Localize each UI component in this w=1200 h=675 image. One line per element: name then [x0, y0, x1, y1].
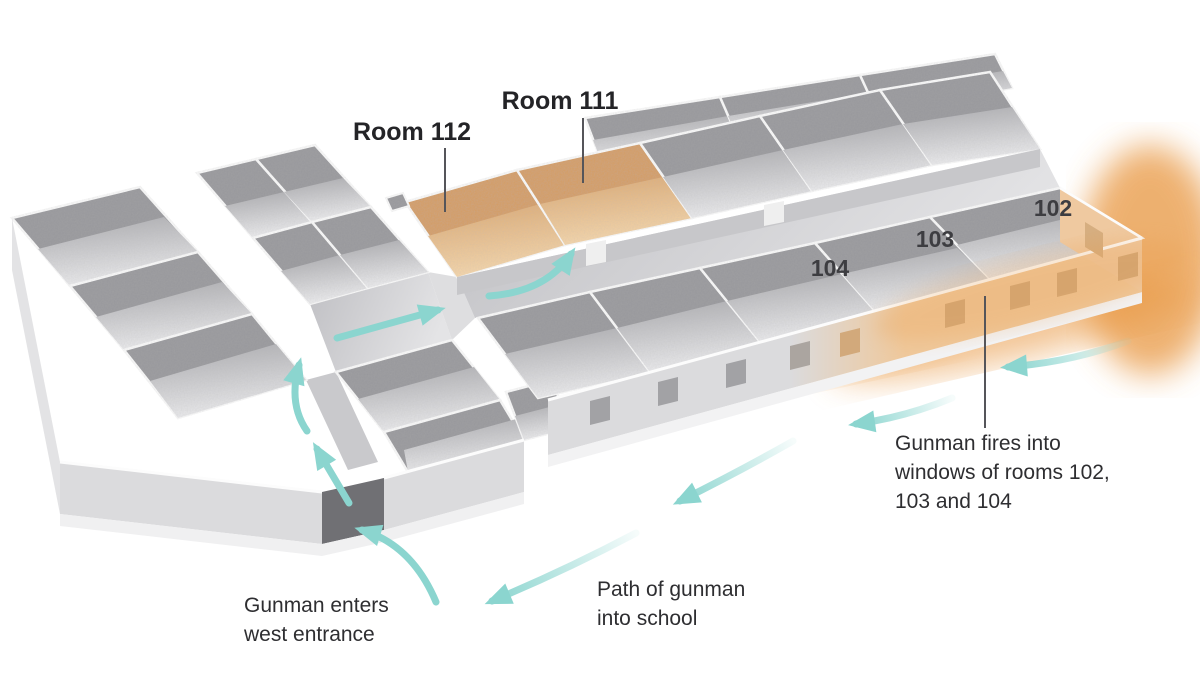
- path-arrow-entrance: [354, 524, 440, 606]
- building-east-wing: [384, 52, 1146, 400]
- west-foundation-slab: [60, 492, 524, 556]
- hall-door-2: [764, 201, 784, 226]
- south-room-1: [333, 338, 503, 434]
- connector-floor: [428, 272, 475, 340]
- middle-room-4: [757, 88, 935, 193]
- west-hallway-floor: [310, 272, 452, 372]
- east-front-wall: [547, 186, 1186, 467]
- path-arrow-2: [848, 394, 956, 433]
- west-front-wall-left: [60, 462, 322, 544]
- middle-room-5: [877, 70, 1043, 167]
- path-arrow-room111: [485, 247, 576, 300]
- foundation-slab-east: [548, 292, 1142, 467]
- room-104-label: 104: [811, 255, 850, 281]
- room-111-label: Room 111: [502, 87, 619, 115]
- annotation-gunfire: Gunman fires into windows of rooms 102, …: [894, 432, 1110, 513]
- svg-text:103 and 104: 103 and 104: [895, 490, 1012, 513]
- west-front-wall-right: [384, 440, 524, 530]
- svg-text:Gunman fires into: Gunman fires into: [895, 432, 1061, 455]
- east-hallway-north-wall: [457, 149, 1040, 295]
- gunman-path: [283, 247, 1132, 606]
- svg-text:windows of rooms 102,: windows of rooms 102,: [894, 461, 1110, 484]
- room-102-label: 102: [1034, 195, 1072, 221]
- room-103-label: 103: [916, 226, 954, 252]
- svg-text:into school: into school: [597, 607, 697, 630]
- room-112-label: Room 112: [353, 118, 471, 146]
- glow-overlay: [874, 239, 1186, 341]
- west-corridor-floor: [306, 372, 378, 470]
- room-111: [514, 141, 695, 247]
- west-room-front: [121, 312, 309, 420]
- svg-text:Gunman enters: Gunman enters: [244, 594, 389, 617]
- front-room-1: [475, 290, 653, 400]
- path-arrow-hallway: [333, 304, 446, 342]
- path-arrow-1: [1000, 337, 1132, 377]
- room-111-door: [586, 240, 606, 266]
- svg-text:Path of gunman: Path of gunman: [597, 578, 745, 601]
- annotation-entrance: Gunman enters west entrance: [243, 594, 389, 646]
- front-room-2: [587, 266, 763, 374]
- central-room-3: [250, 220, 371, 306]
- path-arrow-corridor-2: [283, 357, 311, 435]
- west-exterior-walls: [12, 218, 525, 556]
- central-room-4: [309, 205, 431, 290]
- central-room-1: [194, 157, 315, 240]
- west-end-wall-face: [12, 218, 60, 514]
- west-room-back: [9, 185, 201, 288]
- leader-lines: [444, 118, 986, 428]
- path-arrow-3: [672, 437, 797, 505]
- path-arrow-4: [484, 529, 640, 605]
- annotation-path: Path of gunman into school: [597, 578, 745, 630]
- wall-stub-112: [384, 191, 411, 213]
- building-west-wing: [9, 143, 572, 474]
- path-arrow-corridor-1: [312, 442, 353, 507]
- svg-text:west entrance: west entrance: [243, 623, 375, 646]
- labels: Room 112 Room 111 102 103 104 Gunman fir…: [243, 87, 1110, 646]
